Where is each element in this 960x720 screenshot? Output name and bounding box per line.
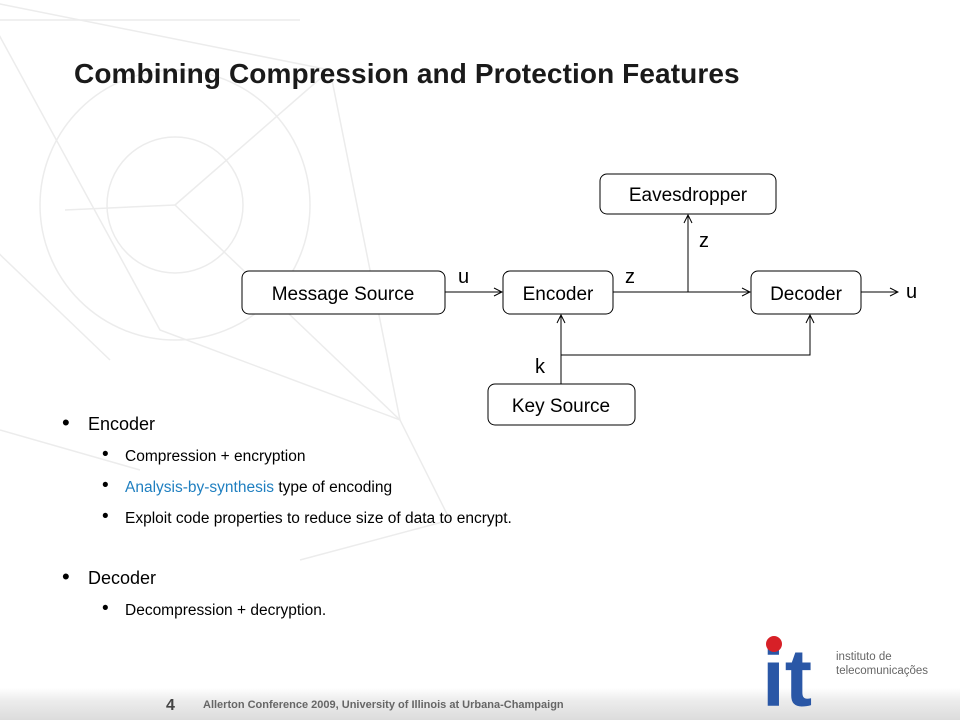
key-source-node: Key Source [487, 383, 636, 426]
page-number: 4 [166, 697, 175, 714]
slide-title: Combining Compression and Protection Fea… [74, 58, 740, 89]
logo-text: instituto de telecomunicações [836, 651, 929, 677]
footer-bar [0, 688, 960, 720]
institute-logo: it [762, 633, 812, 716]
bullet-dot-icon: • [102, 598, 109, 619]
label-z-eavesdropper: z [699, 230, 709, 252]
edge-key-to-decoder [561, 315, 810, 356]
message-source-label: Message Source [272, 284, 415, 305]
label-k: k [535, 356, 546, 378]
label-z-channel: z [625, 266, 635, 288]
eavesdropper-label: Eavesdropper [629, 185, 748, 206]
label-u-output: u [906, 281, 917, 303]
eavesdropper-node: Eavesdropper [599, 173, 777, 215]
logo-dot-icon [766, 636, 782, 652]
bullet-dot-icon: • [62, 410, 70, 435]
message-source-node: Message Source [241, 270, 446, 315]
footer-text: Allerton Conference 2009, University of … [203, 699, 564, 711]
decoder-label: Decoder [770, 284, 842, 305]
key-source-label: Key Source [512, 396, 610, 417]
bullet-dot-icon: • [102, 506, 109, 527]
encoder-label: Encoder [523, 284, 594, 305]
bullet-dot-icon: • [102, 475, 109, 496]
highlighted-term: Analysis-by-synthesis [125, 479, 275, 496]
encoder-node: Encoder [502, 270, 614, 315]
decoder-node: Decoder [750, 270, 862, 315]
label-u-input: u [458, 266, 469, 288]
bullet-dot-icon: • [102, 444, 109, 465]
bullet-dot-icon: • [62, 564, 70, 589]
